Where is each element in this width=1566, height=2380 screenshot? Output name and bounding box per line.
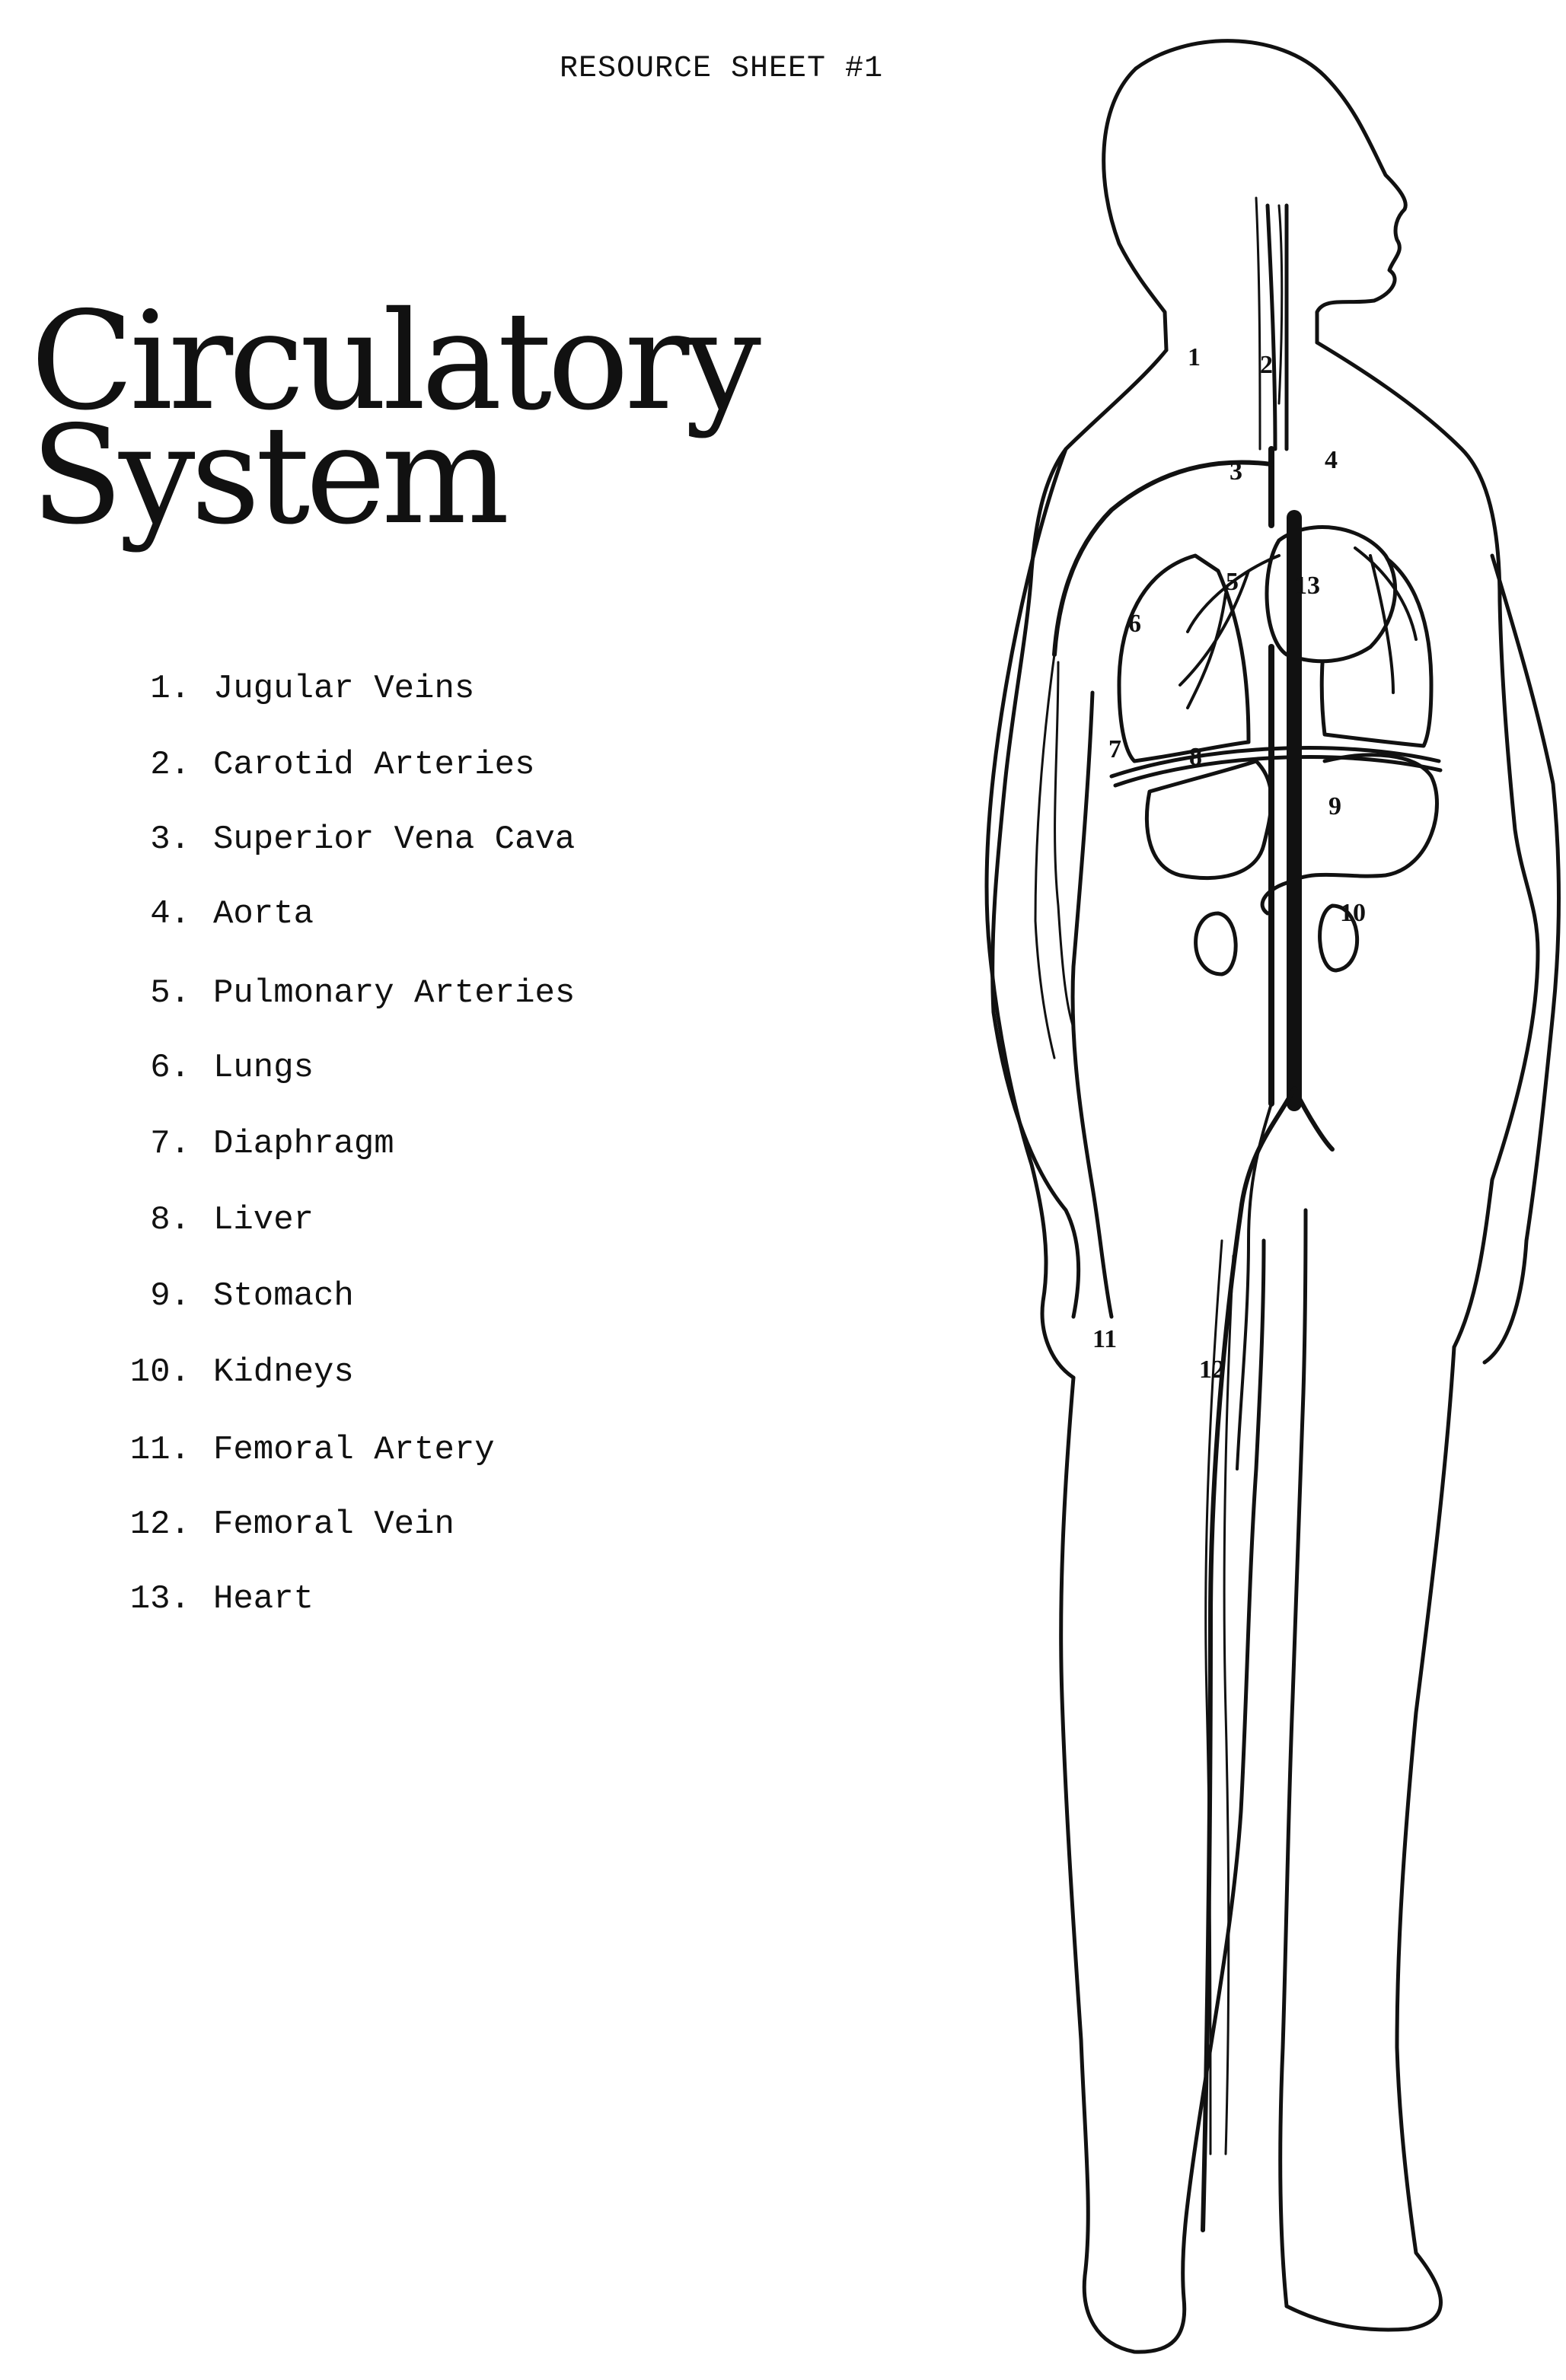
legend-label: Jugular Veins	[213, 670, 475, 708]
arm-vessels	[1034, 653, 1075, 1059]
femoral-vein-line	[1236, 1102, 1273, 1470]
figure-label-4: 4	[1325, 446, 1338, 474]
legend-item: 2. Carotid Arteries	[99, 746, 534, 784]
femoral-artery-left	[1201, 1086, 1296, 2232]
legend-item: 6. Lungs	[99, 1049, 314, 1087]
left-kidney	[1194, 911, 1238, 977]
circulatory-system-figure: 1 2 3 4 5 6 7 8 9 10 11 12 13	[959, 23, 1566, 2376]
resource-sheet-header: RESOURCE SHEET #1	[560, 52, 884, 86]
figure-label-9: 9	[1328, 792, 1341, 820]
inner-leg-outline	[1193, 1238, 1266, 2149]
title-line-2: System	[30, 397, 510, 554]
title-line-1: Circulatory	[30, 282, 761, 440]
figure-label-1: 1	[1188, 343, 1201, 371]
legend-label: Aorta	[213, 895, 314, 933]
pulmonary-arteries-left	[1178, 554, 1281, 709]
legend-label: Pulmonary Arteries	[213, 974, 576, 1012]
heart	[1265, 525, 1398, 664]
figure-label-5: 5	[1226, 568, 1239, 596]
legend-number: 2.	[150, 746, 190, 784]
legend-item: 12. Femoral Vein	[99, 1505, 454, 1544]
legend-item: 4. Aorta	[99, 895, 314, 933]
legend-number: 3.	[150, 820, 190, 859]
legend-item: 10. Kidneys	[99, 1353, 354, 1391]
legend-label: Kidneys	[213, 1353, 354, 1391]
femoral-artery-right	[1292, 1086, 1335, 1152]
left-lung	[1117, 553, 1251, 763]
legend-item: 13. Heart	[99, 1580, 314, 1618]
left-arm-outline	[984, 447, 1076, 1380]
legend-number: 5.	[150, 974, 190, 1012]
legend-number: 12.	[129, 1505, 190, 1544]
legend-label: Femoral Vein	[213, 1505, 454, 1544]
figure-label-3: 3	[1230, 457, 1242, 486]
legend-label: Lungs	[213, 1049, 314, 1087]
legend-number: 7.	[150, 1125, 190, 1163]
legend-label: Femoral Artery	[213, 1431, 495, 1469]
right-arm-outline	[1482, 553, 1561, 1365]
head-outline	[1134, 39, 1408, 345]
legend-number: 6.	[150, 1049, 190, 1087]
legend-number: 13.	[129, 1580, 190, 1618]
figure-label-2: 2	[1260, 351, 1273, 379]
torso-outline-right	[1315, 340, 1540, 1349]
figure-label-13: 13	[1294, 572, 1320, 600]
jugular-veins	[1255, 196, 1284, 451]
inner-leg-outline-right	[1278, 1208, 1308, 2308]
figure-label-11: 11	[1092, 1325, 1117, 1353]
legend-label: Heart	[213, 1580, 314, 1618]
legend-item: 9. Stomach	[99, 1277, 354, 1315]
page-title: Circulatory System	[30, 282, 761, 554]
right-kidney	[1318, 903, 1360, 973]
figure-label-12: 12	[1199, 1356, 1225, 1384]
legend-item: 3. Superior Vena Cava	[99, 820, 575, 859]
carotid-arteries	[1265, 203, 1289, 451]
legend-label: Superior Vena Cava	[213, 820, 576, 859]
legend-number: 4.	[150, 895, 190, 933]
legend-item: 11. Femoral Artery	[99, 1431, 495, 1469]
legend-number: 11.	[129, 1431, 190, 1469]
figure-label-6: 6	[1128, 610, 1141, 638]
leg-vessels	[1204, 1239, 1235, 2155]
head-back	[1102, 66, 1169, 352]
legend-label: Liver	[213, 1201, 314, 1239]
right-leg-outline	[1284, 1345, 1456, 2332]
legend-label: Stomach	[213, 1277, 354, 1315]
stomach	[1260, 753, 1439, 916]
figure-label-10: 10	[1340, 899, 1366, 927]
figure-label-7: 7	[1108, 735, 1121, 763]
legend-label: Diaphragm	[213, 1125, 394, 1163]
legend-item: 1. Jugular Veins	[99, 670, 474, 708]
body-diagram-svg: 1 2 3 4 5 6 7 8 9 10 11 12 13	[984, 39, 1561, 2354]
liver	[1144, 759, 1274, 881]
subclavian-vessels	[1052, 460, 1274, 657]
legend-number: 9.	[150, 1277, 190, 1315]
legend-number: 10.	[129, 1353, 190, 1391]
figure-label-8: 8	[1189, 743, 1202, 771]
pulmonary-arteries-right	[1354, 546, 1418, 694]
torso-outline-left	[990, 348, 1169, 1319]
legend-number: 8.	[150, 1201, 190, 1239]
left-leg-outline	[1059, 1375, 1198, 2354]
legend-item: 8. Liver	[99, 1201, 314, 1239]
left-arm-inner	[1070, 690, 1114, 1319]
legend-item: 5. Pulmonary Arteries	[99, 974, 575, 1012]
legend-number: 1.	[150, 670, 190, 708]
legend-item: 7. Diaphragm	[99, 1125, 394, 1163]
legend-label: Carotid Arteries	[213, 746, 535, 784]
